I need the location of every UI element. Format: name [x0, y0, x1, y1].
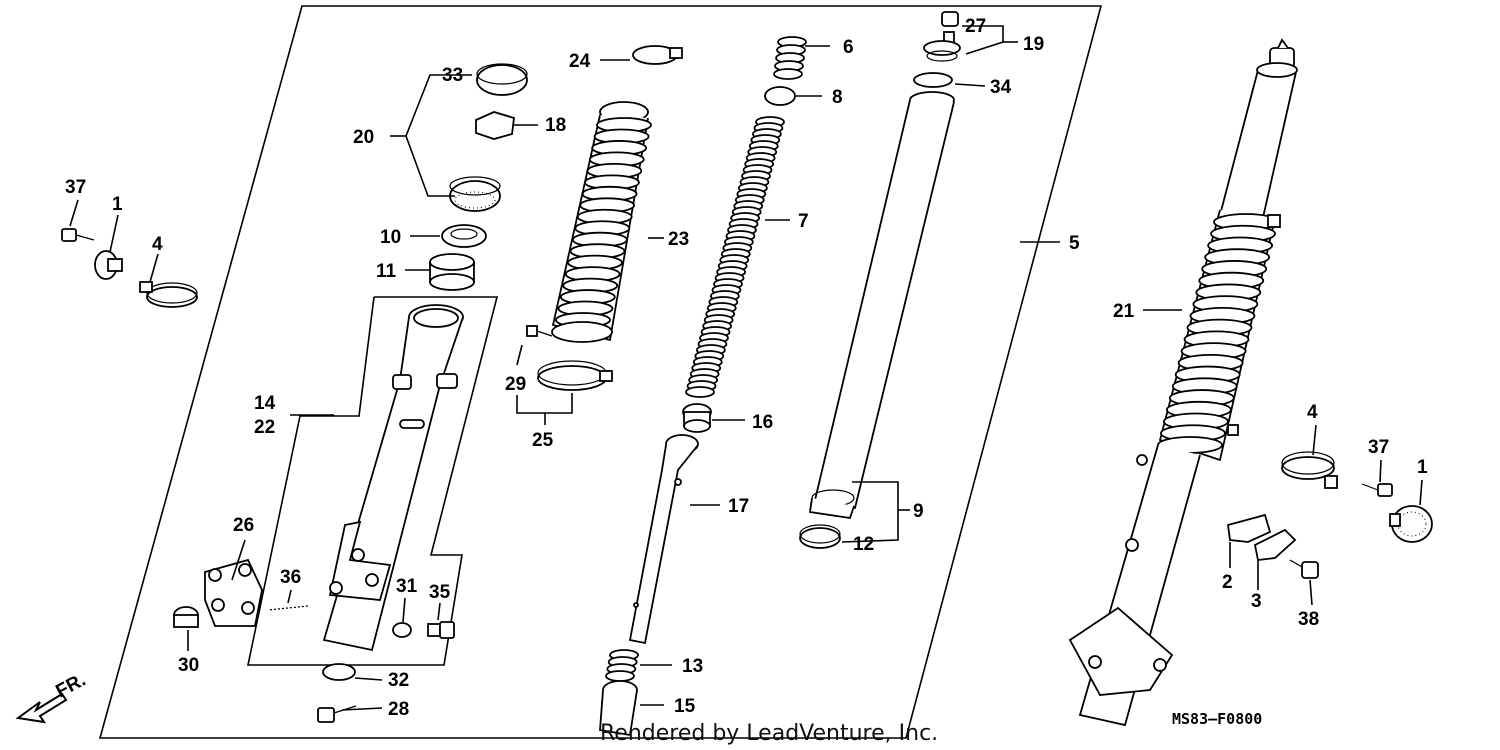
- callout-24: 24: [569, 51, 591, 72]
- callout-21: 21: [1113, 301, 1135, 322]
- callout-17: 17: [728, 496, 749, 517]
- callout-13: 13: [682, 656, 703, 677]
- bolt-37-left: [61, 228, 95, 242]
- bolt-37-right: [1361, 483, 1393, 497]
- callout-26: 26: [233, 515, 254, 536]
- assembly-frame: [98, 5, 1103, 739]
- callout-6: 6: [843, 37, 854, 58]
- fork-slider-14-22: [322, 304, 464, 652]
- fork-assembly-21: [1068, 38, 1298, 727]
- guide-bushing-12: [799, 524, 841, 549]
- callout-27: 27: [965, 16, 986, 37]
- axle-holder-26: [204, 558, 263, 627]
- clamp-4-right: [1281, 451, 1338, 489]
- callout-34: 34: [990, 77, 1012, 98]
- fork-bolt-19: [923, 31, 961, 62]
- leader-lines: [69, 25, 1423, 711]
- callout-25: 25: [532, 430, 554, 451]
- watermark: Rendered by LeadVenture, Inc.: [600, 721, 938, 746]
- callout-35: 35: [429, 582, 451, 603]
- washer-31: [392, 622, 412, 638]
- nut-30: [173, 606, 199, 628]
- callout-2: 2: [1222, 572, 1233, 593]
- oil-seal-20: [449, 176, 501, 212]
- callout-14: 14: [254, 393, 276, 414]
- callout-11: 11: [376, 261, 397, 282]
- figure-code: MS83–F0800: [1172, 710, 1262, 728]
- cap-1-left: [94, 250, 123, 280]
- callout-31: 31: [396, 576, 418, 597]
- callout-30: 30: [178, 655, 199, 676]
- callout-labels: 37 1 4 33 18 20 10 11 14 22 26 36 31 35 …: [65, 16, 1428, 720]
- bolt-38: [1289, 559, 1319, 579]
- reflector-1-right: [1389, 505, 1433, 543]
- callout-15: 15: [674, 696, 696, 717]
- washer-8: [764, 86, 796, 106]
- callout-12: 12: [853, 534, 874, 555]
- callout-8: 8: [832, 87, 843, 108]
- callout-3: 3: [1251, 591, 1262, 612]
- rebound-spring-13: [605, 649, 639, 682]
- bracket-3: [1253, 528, 1297, 561]
- front-direction-arrow: FR.: [15, 670, 89, 724]
- damper-rod-17: [628, 434, 699, 645]
- bushing-11: [429, 253, 475, 291]
- callout-29: 29: [505, 374, 526, 395]
- callout-1-right: 1: [1417, 457, 1428, 478]
- callout-19: 19: [1023, 34, 1044, 55]
- clamp-24: [632, 45, 683, 65]
- stud-36: [267, 605, 309, 611]
- callout-38: 38: [1298, 609, 1319, 630]
- bracket-2: [1227, 513, 1272, 543]
- callout-5: 5: [1069, 233, 1080, 254]
- spring-6: [773, 36, 807, 80]
- callout-32: 32: [388, 670, 409, 691]
- callout-23: 23: [668, 229, 689, 250]
- clamp-25: [537, 360, 613, 391]
- washer-32: [322, 663, 356, 681]
- bolt-28: [317, 705, 357, 723]
- callout-4-right: 4: [1307, 402, 1318, 423]
- bolt-29: [526, 325, 553, 337]
- dust-seal-33: [476, 63, 528, 96]
- fork-spring-7: [685, 116, 785, 398]
- callout-37-left: 37: [65, 177, 86, 198]
- callout-37-right: 37: [1368, 437, 1389, 458]
- callout-18: 18: [545, 115, 566, 136]
- o-ring-34: [913, 72, 953, 88]
- callout-1-left: 1: [112, 194, 123, 215]
- cap-bolt-27: [941, 11, 959, 27]
- callout-28: 28: [388, 699, 409, 720]
- callout-9: 9: [913, 501, 924, 522]
- fork-pipe-9: [808, 91, 955, 520]
- oil-lock-piece-15: [599, 680, 638, 737]
- clamp-4-left: [139, 281, 198, 308]
- washer-10: [441, 224, 487, 248]
- callout-10: 10: [380, 227, 401, 248]
- circlip-18: [475, 111, 515, 140]
- bolt-35: [427, 621, 455, 639]
- piston-ring-16: [682, 403, 712, 433]
- callout-36: 36: [280, 567, 301, 588]
- callout-16: 16: [752, 412, 773, 433]
- fork-leg-subframe: [247, 296, 499, 666]
- callout-20: 20: [353, 127, 374, 148]
- callout-4-left: 4: [152, 234, 163, 255]
- fork-boot-23: [551, 101, 652, 343]
- callout-33: 33: [442, 65, 463, 86]
- callout-7: 7: [798, 211, 809, 232]
- callout-22: 22: [254, 417, 275, 438]
